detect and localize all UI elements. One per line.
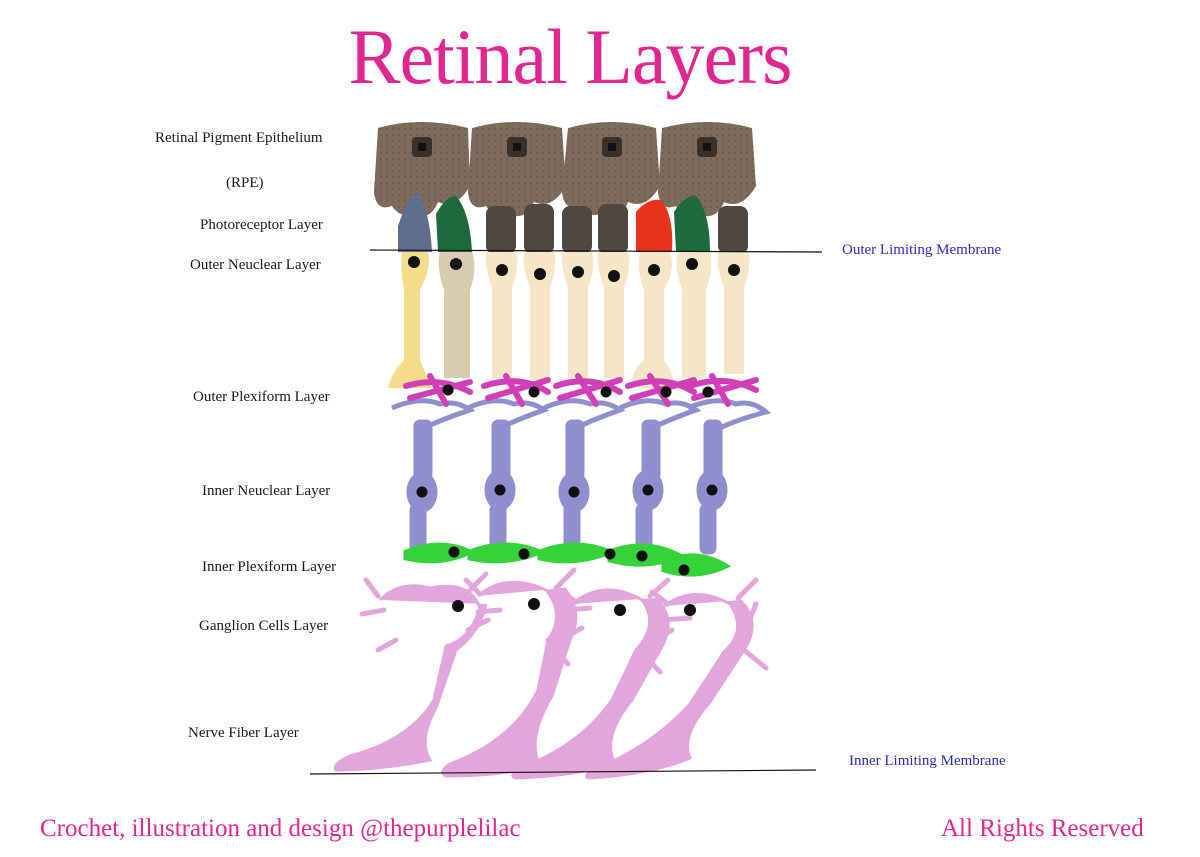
ganglion-cell-nuclei — [452, 598, 696, 616]
inner-limiting-membrane-line — [309, 769, 817, 775]
rpe-cells — [374, 122, 756, 217]
bipolar-cell — [687, 398, 772, 555]
label-inner-plexiform-layer: Inner Plexiform Layer — [202, 559, 337, 575]
label-nerve-fiber-layer: Nerve Fiber Layer — [188, 725, 299, 741]
cone-blue — [388, 192, 432, 388]
rod — [561, 206, 594, 378]
ganglion-cells — [333, 567, 769, 780]
footer-rights: All Rights Reserved — [941, 815, 1144, 842]
ganglion-cell — [333, 571, 503, 772]
label-outer-nuclear-layer: Outer Neuclear Layer — [190, 257, 321, 273]
amacrine-cell-nuclei — [448, 546, 690, 576]
cone-green — [674, 195, 712, 378]
label-outer-limiting-membrane: Outer Limiting Membrane — [842, 242, 1002, 258]
label-outer-plexiform-layer: Outer Plexiform Layer — [193, 389, 330, 405]
outer-limiting-membrane-line — [369, 249, 823, 253]
ganglion-cell — [585, 577, 769, 780]
bipolar-nuclei — [416, 484, 718, 498]
bipolar-cell — [466, 398, 550, 555]
rpe-cell — [658, 122, 756, 217]
label-rpe-abbr: (RPE) — [226, 175, 264, 191]
cone-red — [631, 199, 676, 388]
rpe-cell — [562, 122, 660, 217]
bipolar-cell — [391, 398, 476, 555]
label-photoreceptor-layer: Photoreceptor Layer — [200, 217, 323, 233]
rpe-cell — [374, 122, 470, 217]
bipolar-cell — [618, 398, 702, 555]
rod — [717, 206, 750, 374]
bipolar-cells — [391, 398, 772, 555]
rpe-cell — [468, 122, 566, 217]
rod — [523, 204, 556, 380]
rod — [485, 206, 518, 378]
label-rpe: Retinal Pigment Epithelium — [155, 130, 323, 146]
label-inner-nuclear-layer: Inner Neuclear Layer — [202, 483, 331, 499]
horizontal-cell-nuclei — [442, 384, 714, 398]
bipolar-cell — [542, 398, 626, 555]
label-ganglion-cells-layer: Ganglion Cells Layer — [199, 618, 329, 634]
page-title: Retinal Layers — [348, 13, 793, 100]
label-inner-limiting-membrane: Inner Limiting Membrane — [849, 753, 1006, 769]
photoreceptors — [388, 192, 750, 388]
rod — [597, 204, 630, 378]
ganglion-cell — [511, 577, 693, 780]
footer-credit: Crochet, illustration and design @thepur… — [40, 815, 521, 842]
ganglion-cell — [441, 567, 593, 778]
cone-green — [436, 196, 475, 378]
